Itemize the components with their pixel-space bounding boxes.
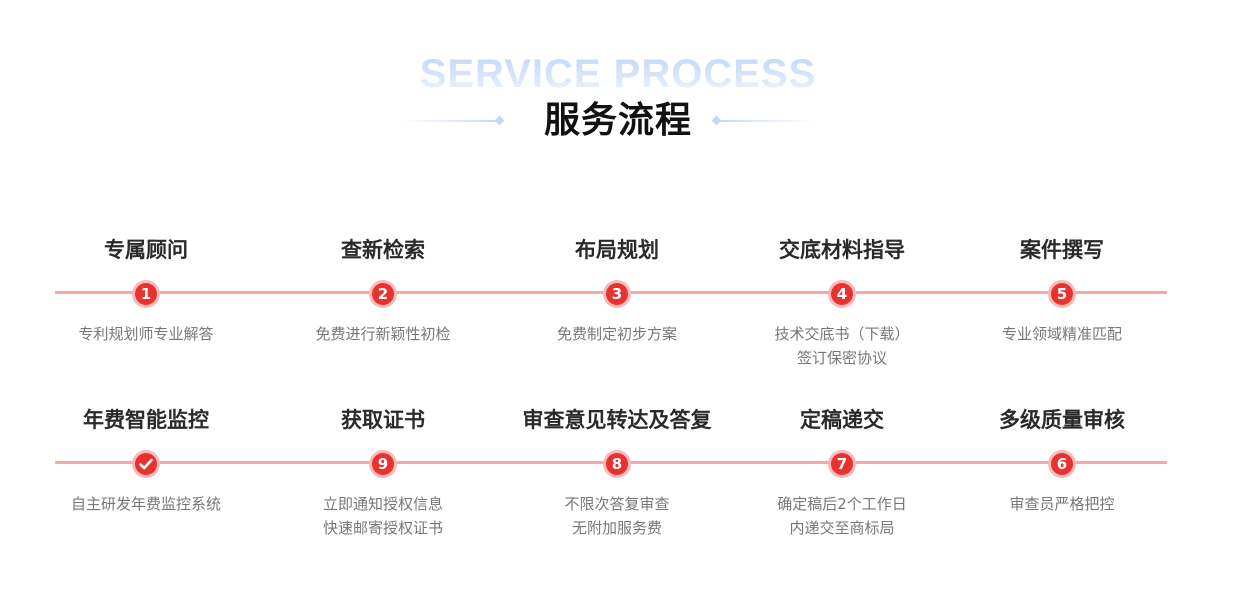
step-desc-line: 专利规划师专业解答: [78, 325, 214, 343]
step-description: 免费制定初步方案: [502, 322, 732, 346]
step-description: 免费进行新颖性初检: [268, 322, 498, 346]
step-description: 审查员严格把控: [947, 492, 1177, 516]
page-title: 服务流程: [543, 100, 692, 141]
step-number: 4: [831, 283, 853, 305]
step-desc-line: 技术交底书（下载）: [774, 325, 910, 343]
step-title: 审查意见转达及答复: [522, 408, 712, 432]
step-description: 不限次答复审查 无附加服务费: [502, 492, 732, 540]
process-step: 审查意见转达及答复 8 不限次答复审查 无附加服务费: [502, 398, 732, 548]
step-desc-line: 立即通知授权信息: [322, 495, 443, 513]
step-desc-line: 确定稿后2个工作日: [777, 495, 907, 513]
process-row-2: 年费智能监控 自主研发年费监控系统 获取证书 9 立即通知授权信息 快速邮寄授权…: [0, 398, 1236, 548]
step-number: 7: [831, 453, 853, 475]
step-desc-line: 审查员严格把控: [1009, 495, 1115, 513]
step-title: 布局规划: [575, 238, 659, 262]
step-badge: 9: [369, 450, 397, 478]
process-step: 布局规划 3 免费制定初步方案: [502, 228, 732, 378]
step-desc-line: 专业领域精准匹配: [1001, 325, 1122, 343]
step-badge: 6: [1048, 450, 1076, 478]
step-description: 确定稿后2个工作日 内递交至商标局: [727, 492, 957, 540]
step-desc-line: 不限次答复审查: [564, 495, 670, 513]
step-badge: [132, 450, 160, 478]
step-desc-line: 快速邮寄授权证书: [322, 519, 443, 537]
step-badge: 5: [1048, 280, 1076, 308]
step-badge: 8: [603, 450, 631, 478]
step-number: 8: [606, 453, 628, 475]
step-number: 3: [606, 283, 628, 305]
step-description: 立即通知授权信息 快速邮寄授权证书: [268, 492, 498, 540]
check-icon: [139, 458, 153, 470]
process-step: 查新检索 2 免费进行新颖性初检: [268, 228, 498, 378]
step-description: 技术交底书（下载） 签订保密协议: [727, 322, 957, 370]
background-title: SERVICE PROCESS: [0, 52, 1236, 96]
step-number: 6: [1051, 453, 1073, 475]
step-badge: 3: [603, 280, 631, 308]
step-number: 9: [372, 453, 394, 475]
step-badge: 2: [369, 280, 397, 308]
step-title: 获取证书: [341, 408, 425, 432]
decor-line-right: [720, 120, 815, 122]
step-desc-line: 签订保密协议: [796, 349, 887, 367]
step-title: 定稿递交: [800, 408, 884, 432]
step-badge: 7: [828, 450, 856, 478]
step-desc-line: 自主研发年费监控系统: [70, 495, 221, 513]
process-step: 年费智能监控 自主研发年费监控系统: [31, 398, 261, 548]
step-title: 查新检索: [341, 238, 425, 262]
step-description: 自主研发年费监控系统: [31, 492, 261, 516]
step-number: 1: [135, 283, 157, 305]
process-row-1: 专属顾问 1 专利规划师专业解答 查新检索 2 免费进行新颖性初检 布局规划 3…: [0, 228, 1236, 378]
step-title: 交底材料指导: [779, 238, 905, 262]
step-description: 专利规划师专业解答: [31, 322, 261, 346]
process-step: 获取证书 9 立即通知授权信息 快速邮寄授权证书: [268, 398, 498, 548]
step-desc-line: 内递交至商标局: [789, 519, 895, 537]
decor-line-left: [402, 120, 497, 122]
process-step: 多级质量审核 6 审查员严格把控: [947, 398, 1177, 548]
step-badge: 1: [132, 280, 160, 308]
step-title: 案件撰写: [1020, 238, 1104, 262]
process-step: 案件撰写 5 专业领域精准匹配: [947, 228, 1177, 378]
step-title: 年费智能监控: [83, 408, 209, 432]
step-title: 多级质量审核: [999, 408, 1125, 432]
step-desc-line: 免费进行新颖性初检: [315, 325, 451, 343]
step-desc-line: 免费制定初步方案: [556, 325, 677, 343]
process-step: 交底材料指导 4 技术交底书（下载） 签订保密协议: [727, 228, 957, 378]
step-description: 专业领域精准匹配: [947, 322, 1177, 346]
section-header: SERVICE PROCESS 服务流程: [0, 0, 1236, 170]
step-title: 专属顾问: [104, 238, 188, 262]
step-number: 5: [1051, 283, 1073, 305]
process-step: 定稿递交 7 确定稿后2个工作日 内递交至商标局: [727, 398, 957, 548]
step-badge: 4: [828, 280, 856, 308]
step-number: 2: [372, 283, 394, 305]
process-step: 专属顾问 1 专利规划师专业解答: [31, 228, 261, 378]
step-desc-line: 无附加服务费: [571, 519, 662, 537]
